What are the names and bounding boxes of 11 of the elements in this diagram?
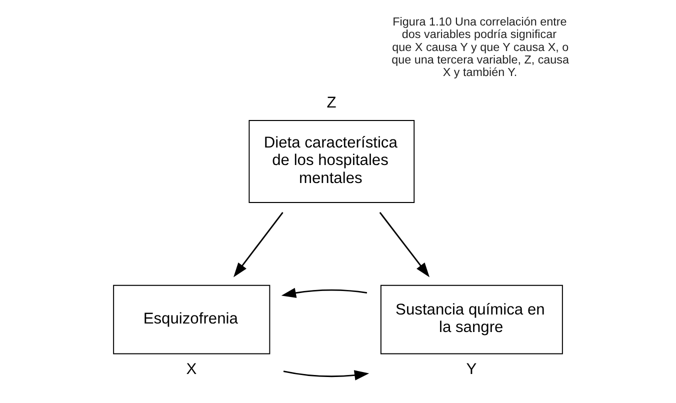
node-box: Dieta característica de los hospitales mentales bbox=[248, 120, 415, 203]
arrow bbox=[283, 370, 370, 380]
node-label: X bbox=[186, 361, 197, 378]
node-box: Esquizofrenia bbox=[113, 284, 270, 354]
arrow bbox=[233, 212, 284, 278]
caption: Figura 1.10 Una correlación entre dos variables podría significar que X causa Y y que Y causa X, o que una tercera variable, Z, causa X y también Y. bbox=[392, 15, 570, 80]
node-label: Y bbox=[466, 361, 477, 378]
arrow bbox=[281, 288, 368, 298]
node-box: Sustancia química en la sangre bbox=[380, 284, 563, 354]
node-label: Z bbox=[326, 94, 336, 112]
arrow bbox=[379, 212, 430, 278]
